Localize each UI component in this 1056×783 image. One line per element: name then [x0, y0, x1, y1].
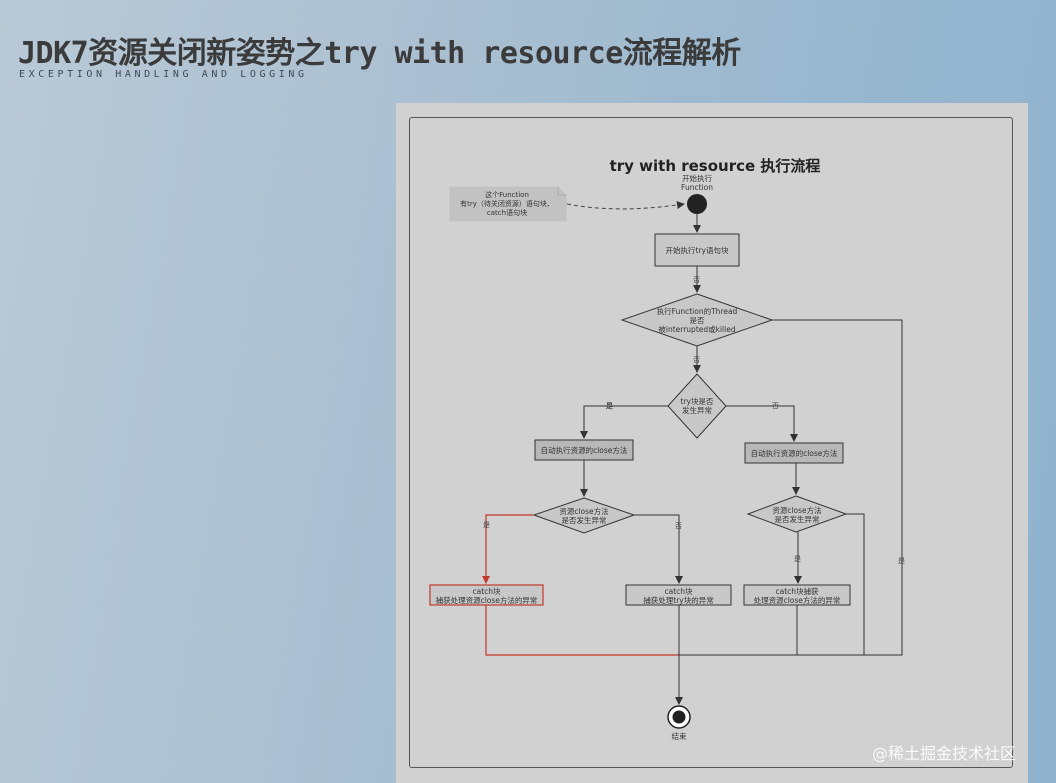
close-exc-left-label: 资源close方法 是否发生异常	[559, 507, 609, 525]
end-label: 结束	[671, 732, 687, 741]
slide-title: JDK7资源关闭新姿势之try with resource流程解析	[18, 36, 741, 71]
diagram-frame	[409, 117, 1013, 768]
edge-close-left-yes	[482, 514, 534, 584]
try-exception-diamond	[667, 373, 727, 439]
start-label: 开始执行 Function	[681, 174, 713, 192]
note-text: 这个Function 有try（待关闭资源）语句块、 catch语句块	[460, 191, 554, 217]
thread-check-label: 执行Function的Thread 是否 被interrupted或killed	[656, 307, 738, 334]
start-node	[687, 194, 707, 214]
auto-close-right-label: 自动执行资源的close方法	[750, 449, 838, 458]
try-exception-label: try块是否 发生异常	[680, 397, 714, 415]
close-exc-right-label: 资源close方法 是否发生异常	[772, 506, 822, 524]
catch-close-label: catch块 捕获处理资源close方法的异常	[435, 587, 538, 605]
note-fold	[557, 187, 566, 196]
edge-label-no-right: 否	[772, 402, 779, 410]
edge-label-yes-close-left: 是	[483, 521, 490, 529]
edge-label-yes-left: 是	[606, 402, 613, 410]
edge-catch-close-merge	[485, 605, 679, 656]
edge-thread-yes	[772, 319, 903, 656]
catch-close-right-label: catch块捕获 处理资源close方法的异常	[753, 587, 841, 605]
edge-label-no-close-left: 否	[675, 522, 682, 530]
auto-close-left-label: 自动执行资源的close方法	[540, 446, 628, 455]
edge-catch-right-merge	[679, 605, 798, 656]
note-connector	[566, 201, 685, 210]
edge-close-right-no	[846, 513, 865, 655]
note-box	[449, 186, 567, 222]
slide-subtitle: EXCEPTION HANDLING AND LOGGING	[19, 69, 308, 80]
edge-try-exc-no	[726, 405, 798, 442]
edge-label-no-1: 否	[693, 276, 700, 284]
close-exc-right-diamond	[746, 495, 848, 533]
watermark: @稀土掘金技术社区	[872, 744, 1017, 763]
close-exc-left-diamond	[532, 497, 636, 534]
edge-try-exc-yes	[580, 405, 668, 439]
diagram-title: try with resource 执行流程	[609, 157, 821, 175]
end-node-inner	[672, 710, 686, 724]
edge-close-left-no	[634, 514, 683, 584]
start-try-label: 开始执行try语句块	[665, 246, 729, 255]
catch-try-label: catch块 捕获处理try块的异常	[643, 587, 714, 605]
edge-label-yes-thread: 是	[898, 557, 905, 565]
auto-close-right-box	[744, 442, 844, 464]
edge-label-yes-close-right: 是	[794, 555, 801, 563]
edge-label-no-2: 否	[693, 356, 700, 364]
